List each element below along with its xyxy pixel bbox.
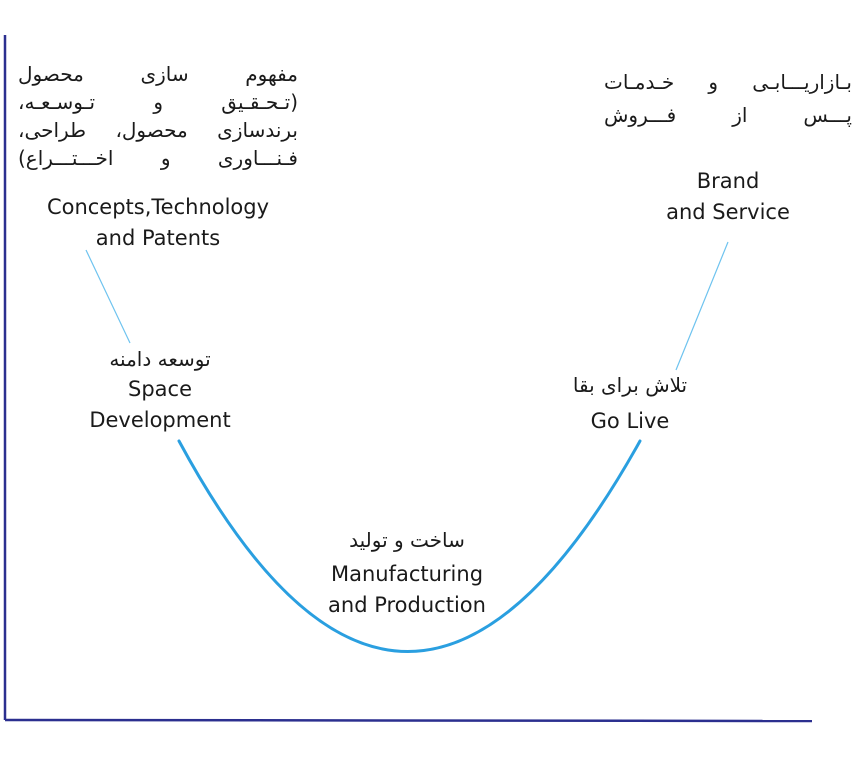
manufacturing-en-line-1: Manufacturing <box>330 562 484 586</box>
brand-persian-text: بـازاریـــابـی و خـدمـات پـــس از فـــرو… <box>604 66 852 132</box>
concepts-en-line-2: and Patents <box>95 226 221 250</box>
leader-line-left <box>85 249 131 344</box>
space-development-fa: توسعه دامنه <box>109 347 211 371</box>
concepts-fa-line-4: فـنـــاوری و اخـــتـــراع) <box>18 146 298 170</box>
brand-en-line-2: and Service <box>666 200 790 224</box>
space-development-en-line-2: Development <box>89 408 231 432</box>
concepts-fa-line-3: برندسازی محصول، طراحی، <box>18 118 298 142</box>
concepts-english-label: Concepts,Technology and Patents <box>18 192 298 254</box>
x-axis <box>4 718 813 723</box>
manufacturing-label: ساخت و تولید Manufacturing and Productio… <box>298 525 516 621</box>
concepts-fa-line-2: (تـحـقـیق و تـوسـعـه، <box>18 90 298 114</box>
brand-english-label: Brand and Service <box>640 166 816 228</box>
space-development-label: توسعه دامنه Space Development <box>60 344 260 436</box>
smile-curve <box>177 439 642 653</box>
leader-line-right <box>675 241 729 371</box>
concepts-persian-text: مفهوم سازی محصول (تـحـقـیق و تـوسـعـه، ب… <box>18 60 298 172</box>
manufacturing-fa: ساخت و تولید <box>349 528 465 552</box>
concepts-fa-line-1: مفهوم سازی محصول <box>18 62 298 86</box>
go-live-en: Go Live <box>590 409 670 433</box>
brand-fa-line-2: پـــس از فـــروش <box>604 103 852 127</box>
brand-fa-line-1: بـازاریـــابـی و خـدمـات <box>604 70 852 94</box>
go-live-label: تلاش برای بقا Go Live <box>540 370 720 437</box>
go-live-fa: تلاش برای بقا <box>572 373 688 397</box>
space-development-en-line-1: Space <box>128 377 192 401</box>
brand-en-line-1: Brand <box>696 169 760 193</box>
manufacturing-en-line-2: and Production <box>328 593 486 617</box>
concepts-en-line-1: Concepts,Technology <box>46 195 270 219</box>
